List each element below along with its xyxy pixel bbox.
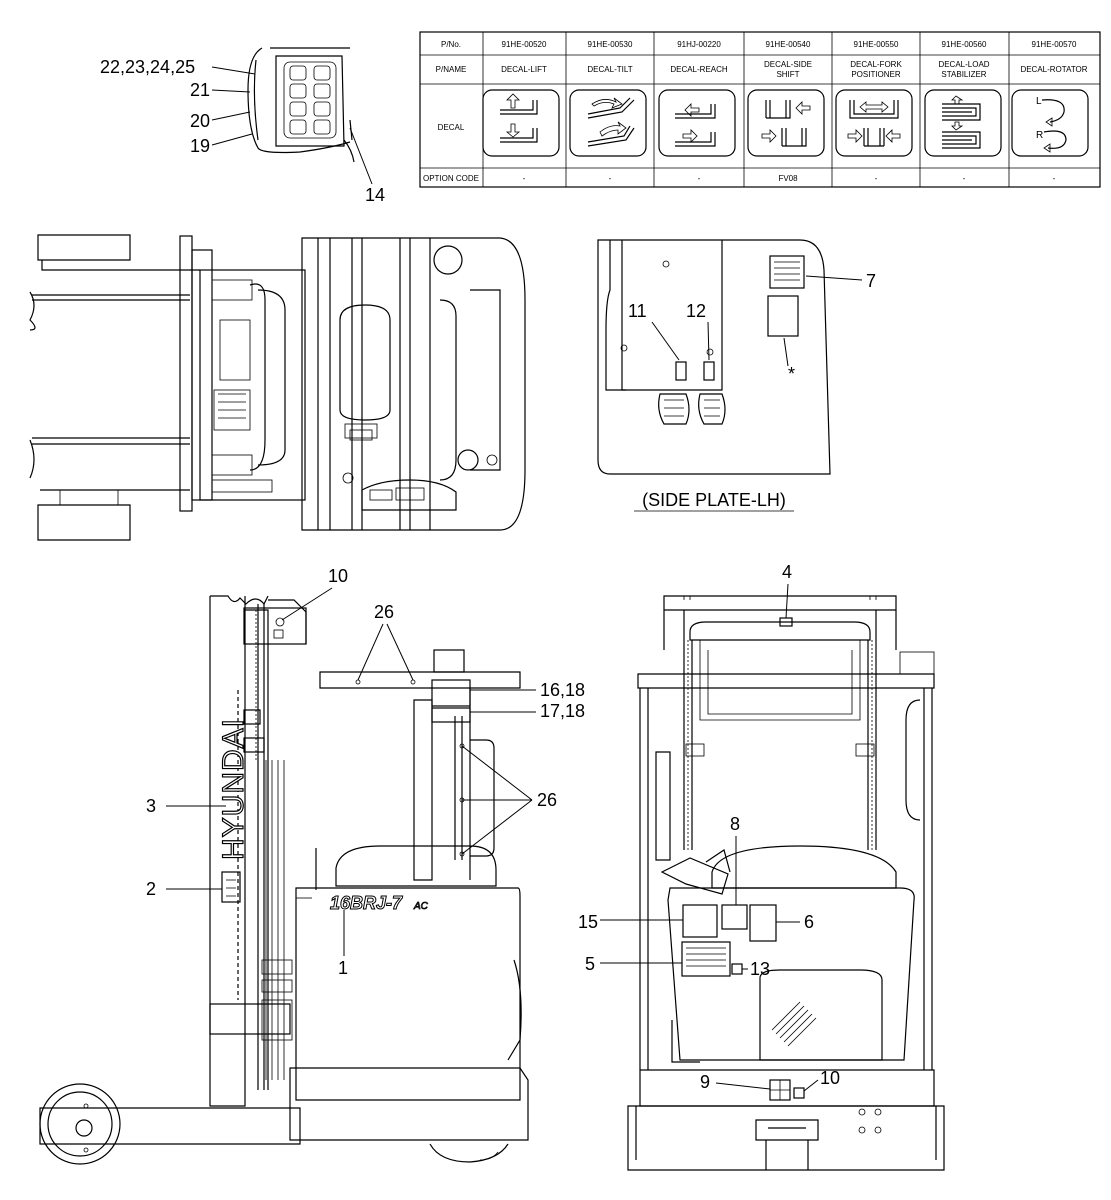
pno-cell: 91HE-00540 [766, 40, 811, 49]
side-plate-lh: 7 11 12 * (SIDE PLATE-LH) [597, 239, 876, 512]
model-suffix-decal: AC [413, 901, 429, 912]
option-cell: FV08 [778, 174, 798, 183]
callout-label: 11 [628, 301, 647, 321]
pname-cell: DECAL-LOAD [938, 60, 989, 69]
side-view: HYUNDAI 16BRJ-7 AC [39, 566, 585, 1165]
pname-cell: DECAL-TILT [587, 65, 632, 74]
pno-cell: 91HE-00520 [502, 40, 547, 49]
pname-cell: SHIFT [776, 70, 799, 79]
pname-cell: DECAL-SIDE [764, 60, 812, 69]
decal-table: P/No. P/NAME DECAL OPTION CODE 91HE-0052… [419, 31, 1101, 188]
pname-cell: DECAL-ROTATOR [1020, 65, 1087, 74]
option-cell: - [875, 174, 878, 183]
rotator-decal-icon: L R [1011, 89, 1089, 157]
option-cell: - [609, 174, 612, 183]
option-cell: - [963, 174, 966, 183]
callout-label: 10 [820, 1068, 840, 1088]
row-label-pname: P/NAME [436, 65, 467, 74]
callout-label: * [788, 364, 795, 384]
callout-label: 8 [730, 814, 740, 834]
callout-label: 1 [338, 958, 348, 978]
callout-label: 21 [190, 80, 210, 100]
option-cell: - [523, 174, 526, 183]
control-panel-callouts: 22,23,24,25 21 20 19 14 [100, 57, 385, 205]
callout-label: 14 [365, 185, 385, 205]
option-cell: - [1053, 174, 1056, 183]
pno-cell: 91HE-00550 [854, 40, 899, 49]
fork-positioner-decal-icon [835, 89, 913, 157]
callout-label: 17,18 [540, 701, 585, 721]
callout-label: 13 [750, 959, 770, 979]
lift-decal-icon [482, 89, 560, 157]
callout-label: 22,23,24,25 [100, 57, 195, 77]
pname-cell: POSITIONER [851, 70, 901, 79]
callout-label: 6 [804, 912, 814, 932]
pname-cell: STABILIZER [941, 70, 986, 79]
callout-label: 9 [700, 1072, 710, 1092]
callout-label: 10 [328, 566, 348, 586]
callout-label: 12 [686, 301, 706, 321]
callout-label: 19 [190, 136, 210, 156]
callout-label: 5 [585, 954, 595, 974]
callout-label: 15 [578, 912, 598, 932]
top-view [29, 234, 526, 541]
callout-label: 7 [866, 271, 876, 291]
option-cell: - [698, 174, 701, 183]
pname-cell: DECAL-REACH [670, 65, 728, 74]
svg-text:L: L [1036, 96, 1042, 107]
side-shift-decal-icon [747, 89, 825, 157]
reach-decal-icon [658, 89, 736, 157]
callout-label: 4 [782, 562, 792, 582]
callout-label: 16,18 [540, 680, 585, 700]
pname-cell: DECAL-FORK [850, 60, 902, 69]
rear-view: 4 8 15 6 5 13 9 10 [578, 562, 945, 1171]
callout-label: 3 [146, 796, 156, 816]
hyundai-brand-decal: HYUNDAI [217, 718, 250, 860]
row-label-pno: P/No. [441, 40, 461, 49]
load-stabilizer-decal-icon [924, 89, 1002, 157]
row-label-decal: DECAL [438, 123, 465, 132]
side-plate-caption: (SIDE PLATE-LH) [642, 490, 786, 510]
callout-label: 2 [146, 879, 156, 899]
callout-label: 20 [190, 111, 210, 131]
pno-cell: 91HE-00530 [588, 40, 633, 49]
tilt-decal-icon [569, 89, 647, 157]
pno-cell: 91HE-00560 [942, 40, 987, 49]
row-label-option: OPTION CODE [423, 174, 479, 183]
callout-label: 26 [374, 602, 394, 622]
svg-text:R: R [1036, 130, 1043, 141]
callout-label: 26 [537, 790, 557, 810]
pname-cell: DECAL-LIFT [501, 65, 547, 74]
control-panel-detail [247, 47, 355, 163]
pno-cell: 91HJ-00220 [677, 40, 721, 49]
pno-cell: 91HE-00570 [1032, 40, 1077, 49]
model-decal: 16BRJ-7 [330, 893, 403, 913]
